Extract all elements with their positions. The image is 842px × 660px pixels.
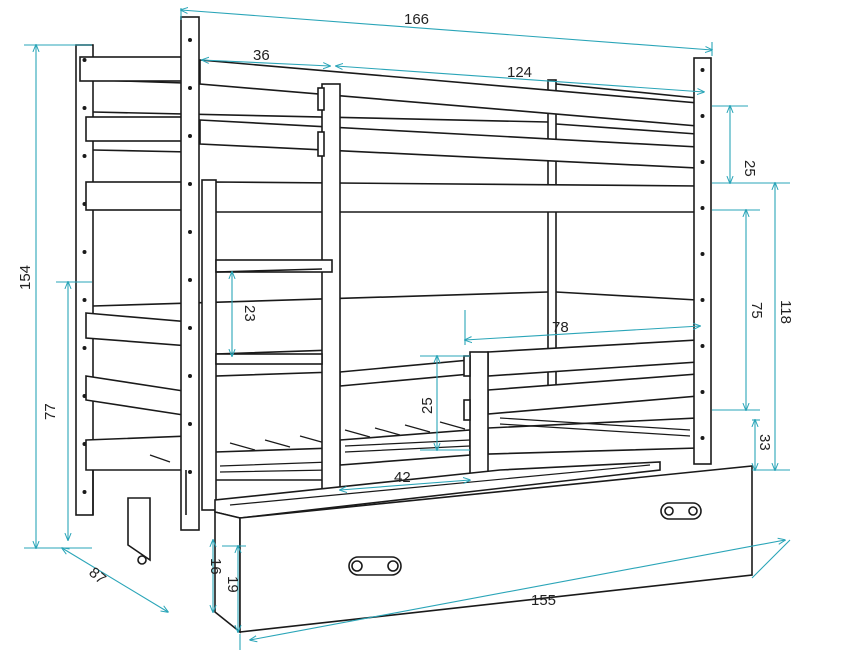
dim-guard-height: 25 — [419, 397, 436, 414]
screw-hole — [700, 298, 705, 302]
screw-hole — [188, 182, 192, 186]
upper-left-rail-2 — [85, 116, 187, 142]
dim-upper-height: 118 — [777, 300, 794, 324]
screw-hole — [188, 38, 192, 42]
screw-hole — [82, 442, 87, 446]
dim-guard-length: 78 — [552, 319, 569, 336]
dim-top-rail-height: 25 — [741, 160, 758, 177]
dim-total-height: 154 — [17, 265, 34, 290]
dim-opening: 42 — [394, 469, 411, 486]
dim-ladder-width: 36 — [253, 47, 270, 64]
screw-hole — [82, 106, 87, 110]
screw-hole — [700, 114, 705, 118]
screw-hole — [188, 326, 192, 330]
screw-hole — [82, 298, 87, 302]
dim-total-length: 166 — [404, 11, 429, 28]
upper-front-rail-2 — [199, 119, 699, 169]
screw-hole — [82, 250, 87, 254]
upper-front-rail-3 — [214, 181, 699, 213]
dim-drawer-height: 16 — [207, 558, 224, 575]
screw-hole — [700, 390, 705, 394]
drawer-handle-1 — [348, 556, 402, 576]
screw-hole — [188, 470, 192, 474]
drawer-handle-2 — [660, 502, 702, 520]
screw-hole — [700, 344, 705, 348]
screw-hole — [700, 160, 705, 164]
screw-hole — [82, 154, 87, 158]
screw-hole — [700, 68, 705, 72]
drawer — [214, 461, 753, 634]
front-right-post — [693, 57, 712, 465]
upper-left-rail-3 — [85, 181, 187, 211]
screw-holes — [82, 38, 705, 494]
screw-hole — [188, 374, 192, 378]
screw-hole — [82, 202, 87, 206]
upper-left-rail-1 — [79, 56, 186, 82]
screw-hole — [188, 86, 192, 90]
dim-bed-clearance: 75 — [748, 302, 765, 319]
screw-hole — [700, 206, 705, 210]
screw-hole — [188, 134, 192, 138]
dim-floor-height: 33 — [756, 434, 773, 451]
drawer-side — [127, 497, 151, 565]
screw-hole — [188, 278, 192, 282]
screw-hole — [82, 346, 87, 350]
screw-hole — [82, 58, 87, 62]
dim-depth: 87 — [85, 564, 109, 588]
ladder-left-rail — [201, 179, 217, 511]
screw-hole — [188, 230, 192, 234]
guard-rail-1 — [487, 339, 699, 377]
bed-frame — [75, 16, 712, 531]
front-left-post — [180, 16, 200, 531]
dimension-labels: 166 36 124 25 154 77 23 78 25 42 75 118 … — [17, 11, 794, 609]
slats — [149, 417, 691, 473]
guard-rail-2 — [487, 373, 699, 415]
screw-hole — [82, 490, 87, 494]
ladder-step-2 — [215, 353, 323, 365]
dim-lower-height: 77 — [42, 403, 59, 420]
guard-post — [469, 351, 489, 479]
dimension-lines — [24, 8, 791, 650]
screw-hole — [700, 252, 705, 256]
screw-hole — [82, 394, 87, 398]
dim-drawer-length: 155 — [531, 592, 556, 609]
screw-hole — [700, 436, 705, 440]
dim-bed-length: 124 — [507, 64, 532, 81]
dim-ladder-step: 23 — [241, 305, 258, 322]
screw-hole — [188, 422, 192, 426]
dim-drawer-front: 19 — [224, 576, 241, 593]
